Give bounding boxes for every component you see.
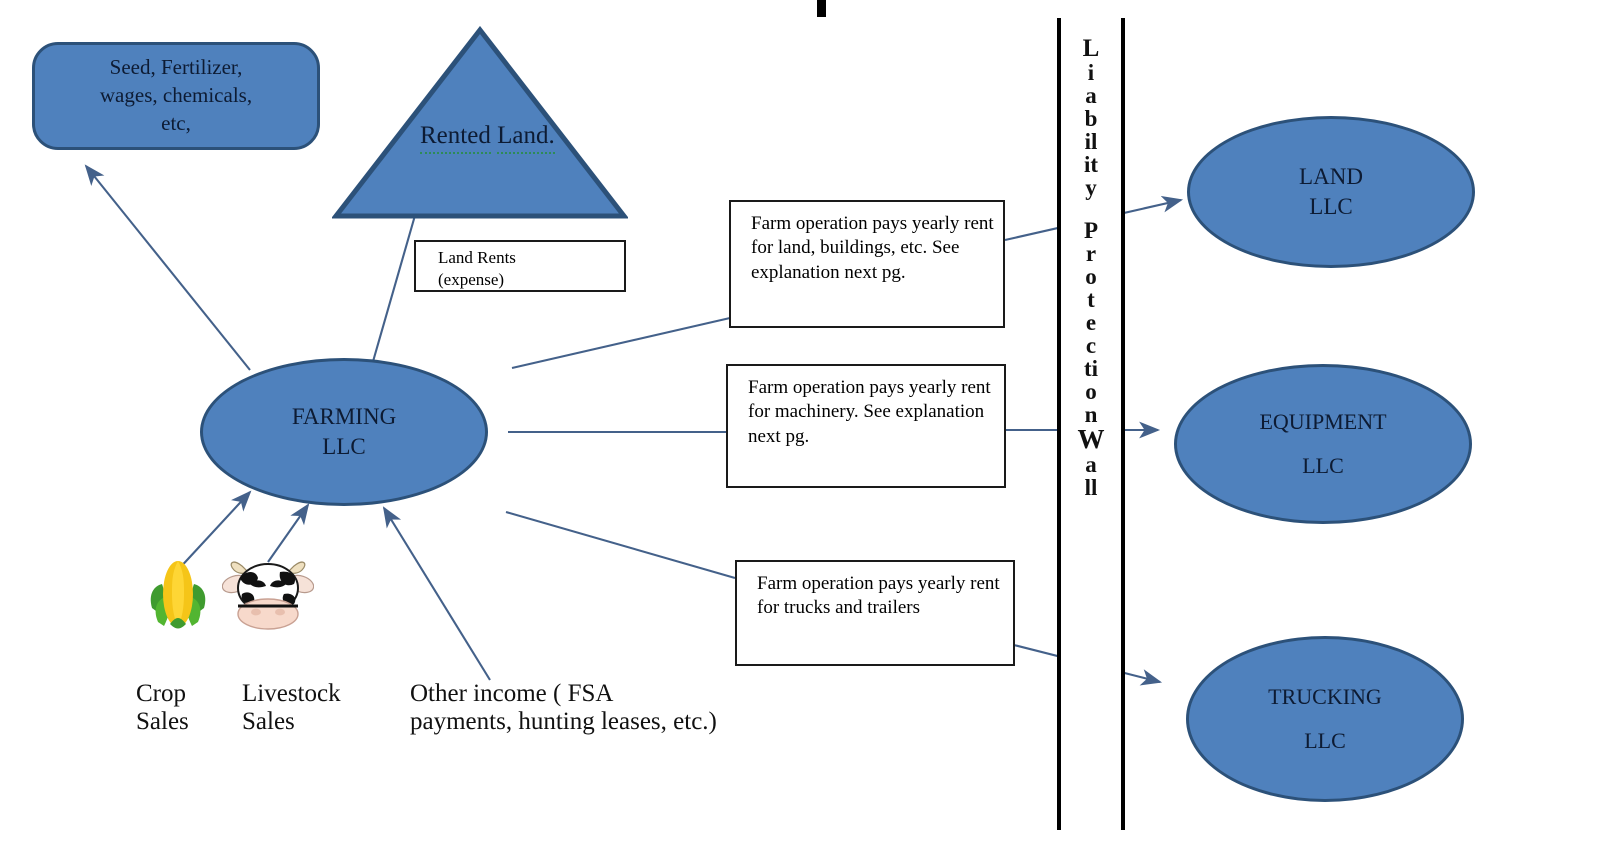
line-farming-to-land-callout [511,316,731,370]
trucking-llc-ellipse: TRUCKING LLC [1186,636,1464,802]
wall-letter: L [1082,35,1100,62]
rented-land-line1: Rented [420,120,491,154]
land-llc-line1: LAND [1299,163,1363,189]
corn-icon [146,552,210,632]
trucks-rent-callout-text: Farm operation pays yearly rent for truc… [757,573,1000,619]
farming-llc-line1: FARMING [291,403,397,429]
wall-letter: b [1084,106,1098,131]
equipment-llc-line2: LLC [1302,453,1344,478]
wall-letter: e [1085,310,1097,335]
wall-letter: n [1084,402,1098,427]
cow-icon [221,548,315,634]
other-income-label: Other income ( FSA payments, hunting lea… [410,652,880,736]
other-income-text: Other income ( FSA payments, hunting lea… [410,680,717,735]
wall-letter: ti [1083,356,1099,381]
land-rents-line2: (expense) [438,269,505,289]
farming-llc-line2: LLC [322,434,366,459]
wall-letter: t [1087,287,1095,312]
equipment-llc-line1: EQUIPMENT [1259,409,1387,434]
wall-letter: W [1077,424,1105,454]
trucking-llc-line2: LLC [1304,728,1346,753]
rented-land-triangle [332,26,628,220]
wall-letter: P [1083,218,1099,243]
wall-letter: y [1085,175,1097,200]
farming-llc-text: FARMING LLC [292,402,396,463]
inputs-box: Seed, Fertilizer, wages, chemicals, etc, [32,42,320,150]
rented-land-line2: Land. [497,120,555,154]
land-llc-line2: LLC [1309,194,1353,219]
machinery-rent-callout-text: Farm operation pays yearly rent for mach… [748,377,991,447]
wall-letter: a [1085,83,1097,108]
wall-letter: il [1084,129,1098,154]
cropped-glyph-mark [817,0,826,17]
land-llc-ellipse: LAND LLC [1187,116,1475,268]
wall-letter: it [1083,152,1099,177]
wall-letter: c [1085,333,1097,358]
land-rent-callout: Farm operation pays yearly rent for land… [729,200,1005,328]
trucks-rent-callout: Farm operation pays yearly rent for truc… [735,560,1015,666]
trucking-llc-text: TRUCKING LLC [1268,675,1382,763]
land-rents-line1: Land Rents [438,248,516,267]
livestock-sales-text: Livestock Sales [242,680,341,735]
crop-sales-label: Crop Sales [136,652,246,736]
wall-letter: a [1085,452,1097,477]
machinery-rent-callout: Farm operation pays yearly rent for mach… [726,364,1006,488]
trucking-llc-line1: TRUCKING [1268,684,1382,709]
liability-protection-wall: L i a b il it y P r o t e c ti o n W a l… [1057,18,1125,830]
line-farming-to-trucks-callout [505,510,736,580]
livestock-sales-label: Livestock Sales [242,652,402,736]
wall-letter: o [1085,379,1097,404]
arrow-farming-to-inputs [84,164,251,371]
wall-letter: r [1085,241,1097,266]
land-llc-text: LAND LLC [1299,162,1363,223]
wall-letter: o [1085,264,1097,289]
land-rent-callout-text: Farm operation pays yearly rent for land… [751,213,994,283]
equipment-llc-text: EQUIPMENT LLC [1259,400,1386,488]
inputs-box-label: Seed, Fertilizer, wages, chemicals, etc, [99,55,253,135]
line-rentedland-to-farming [370,204,420,366]
rented-land-label: Rented Land. [420,120,590,154]
farming-llc-ellipse: FARMING LLC [200,358,488,506]
land-rents-callout: Land Rents (expense) [414,240,626,292]
wall-letter: ll [1084,475,1098,500]
equipment-llc-ellipse: EQUIPMENT LLC [1174,364,1472,524]
wall-letter: i [1087,60,1095,85]
crop-sales-text: Crop Sales [136,680,189,735]
